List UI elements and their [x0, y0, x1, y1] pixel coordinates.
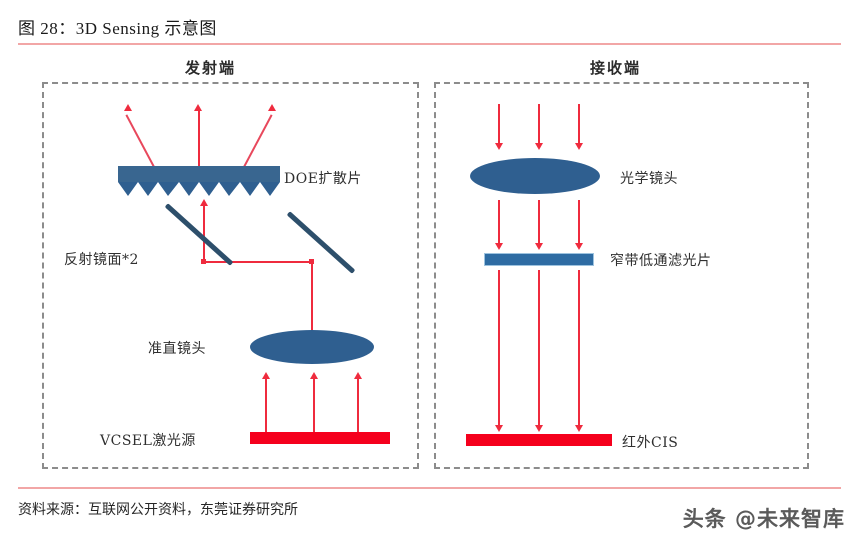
lens-to-filter-beam-3-arrowhead [575, 243, 583, 250]
narrowband-lowpass-filter-label: 窄带低通滤光片 [610, 253, 712, 269]
beam-mirror1-to-doe [203, 205, 205, 262]
beam-lens-to-mirror2 [311, 261, 313, 337]
narrowband-lowpass-filter [484, 253, 594, 266]
optical-lens-label: 光学镜头 [620, 171, 678, 187]
filter-to-cis-beam-2-arrowhead [535, 425, 543, 432]
doe-diffuser-body [118, 166, 280, 182]
vcsel-laser-source [250, 432, 390, 444]
lens-to-filter-beam-2-arrowhead [535, 243, 543, 250]
collimating-lens [250, 330, 374, 364]
output-ray-left-arrowhead [124, 104, 132, 111]
output-ray-right-arrowhead [268, 104, 276, 111]
beam-mirror2-to-mirror1 [203, 261, 312, 263]
vcsel-beam-2 [313, 378, 315, 432]
incoming-beam-2-arrowhead [535, 143, 543, 150]
output-ray-center [198, 110, 200, 168]
filter-to-cis-beam-3-arrowhead [575, 425, 583, 432]
vcsel-laser-source-label: VCSEL激光源 [100, 433, 196, 449]
incoming-beam-3 [578, 104, 580, 144]
infrared-cis-sensor-label: 红外CIS [622, 435, 679, 451]
filter-to-cis-beam-1 [498, 270, 500, 426]
lens-to-filter-beam-1 [498, 200, 500, 244]
panel-header-transmitter: 发射端 [185, 59, 237, 77]
title-divider [18, 43, 841, 45]
footer-divider [18, 487, 841, 489]
reflective-mirrors-label: 反射镜面*2 [64, 252, 139, 268]
filter-to-cis-beam-3 [578, 270, 580, 426]
incoming-beam-1 [498, 104, 500, 144]
lens-to-filter-beam-3 [578, 200, 580, 244]
beam-node-mirror1 [201, 259, 206, 264]
figure-title: 图 28：3D Sensing 示意图 [18, 19, 217, 38]
collimating-lens-label: 准直镜头 [148, 341, 206, 357]
transmitter-panel [42, 82, 419, 469]
receiver-panel [434, 82, 809, 469]
doe-diffuser-teeth-icon [118, 182, 280, 196]
vcsel-beam-1-arrowhead [262, 372, 270, 379]
incoming-beam-2 [538, 104, 540, 144]
output-ray-center-arrowhead [194, 104, 202, 111]
vcsel-beam-3 [357, 378, 359, 432]
filter-to-cis-beam-2 [538, 270, 540, 426]
incoming-beam-1-arrowhead [495, 143, 503, 150]
vcsel-beam-1 [265, 378, 267, 432]
doe-diffuser-label: DOE扩散片 [284, 171, 362, 187]
optical-lens [470, 158, 600, 194]
source-note: 资料来源：互联网公开资料，东莞证券研究所 [18, 502, 298, 518]
vcsel-beam-3-arrowhead [354, 372, 362, 379]
vcsel-beam-2-arrowhead [310, 372, 318, 379]
beam-mirror1-to-doe-arrowhead [200, 199, 208, 206]
watermark: 头条 @未来智库 [682, 507, 845, 531]
lens-to-filter-beam-1-arrowhead [495, 243, 503, 250]
filter-to-cis-beam-1-arrowhead [495, 425, 503, 432]
panel-header-receiver: 接收端 [590, 59, 642, 77]
lens-to-filter-beam-2 [538, 200, 540, 244]
incoming-beam-3-arrowhead [575, 143, 583, 150]
infrared-cis-sensor [466, 434, 612, 446]
